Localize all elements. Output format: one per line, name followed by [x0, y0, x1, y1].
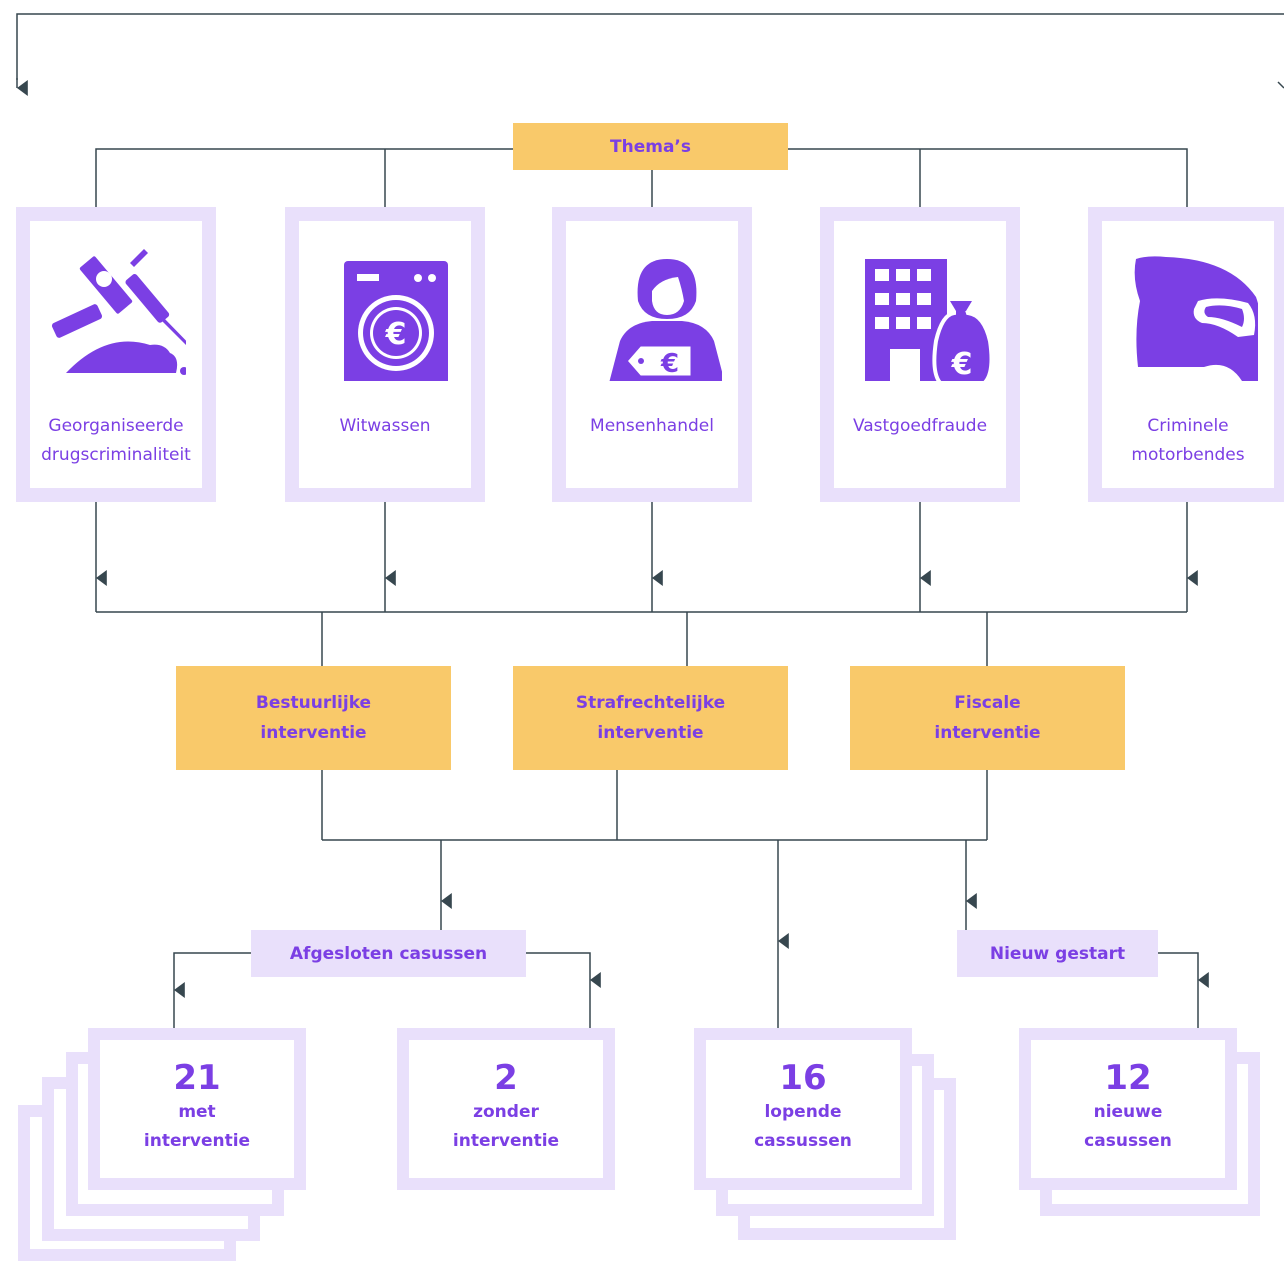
- count-value: 2: [494, 1058, 518, 1098]
- theme-card-motorcycle-gangs: Criminele motorbendes: [1088, 207, 1284, 502]
- theme-card-drugs: Georganiseerde drugscriminaliteit: [16, 207, 216, 502]
- building-money-bag-icon: €: [865, 259, 990, 381]
- theme-label: Vastgoedfraude: [852, 416, 988, 436]
- theme-label: Witwassen: [339, 416, 431, 436]
- count-label: nieuwe casussen: [1084, 1102, 1172, 1151]
- new-started-label: Nieuw gestart: [957, 930, 1158, 977]
- svg-text:€: €: [660, 349, 679, 379]
- svg-text:€: €: [385, 317, 407, 352]
- count-label: lopende cassussen: [754, 1102, 852, 1151]
- count-value: 12: [1104, 1058, 1152, 1098]
- theme-card-human-trafficking: € Mensenhandel: [552, 207, 752, 502]
- count-card-new: 12 nieuwe casussen: [1019, 1028, 1237, 1190]
- count-label: met interventie: [143, 1102, 251, 1151]
- intervention-box-criminal: Strafrechtelijke interventie: [513, 666, 788, 770]
- motorcycle-helmet-icon: [1134, 256, 1258, 381]
- count-value: 16: [779, 1058, 827, 1098]
- theme-label: Georganiseerde drugscriminaliteit: [41, 416, 191, 465]
- person-price-tag-icon: €: [609, 259, 722, 381]
- count-card-with-intervention: 21 met interventie: [88, 1028, 306, 1190]
- count-card-ongoing: 16 lopende cassussen: [694, 1028, 912, 1190]
- theme-label: Criminele motorbendes: [1131, 416, 1245, 465]
- drugs-icon: [51, 249, 186, 375]
- intervention-box-administrative: Bestuurlijke interventie: [176, 666, 451, 770]
- themes-header: Thema’s: [513, 123, 788, 170]
- theme-label: Mensenhandel: [590, 416, 714, 436]
- intervention-box-fiscal: Fiscale interventie: [850, 666, 1125, 770]
- theme-card-real-estate-fraud: € Vastgoedfraude: [820, 207, 1020, 502]
- theme-card-money-laundering: € Witwassen: [285, 207, 485, 502]
- washing-machine-euro-icon: €: [344, 261, 448, 381]
- count-value: 21: [173, 1058, 221, 1098]
- closed-cases-label: Afgesloten casussen: [251, 930, 526, 977]
- count-card-without-intervention: 2 zonder interventie: [397, 1028, 615, 1190]
- count-label: zonder interventie: [452, 1102, 560, 1151]
- svg-text:€: €: [951, 347, 973, 381]
